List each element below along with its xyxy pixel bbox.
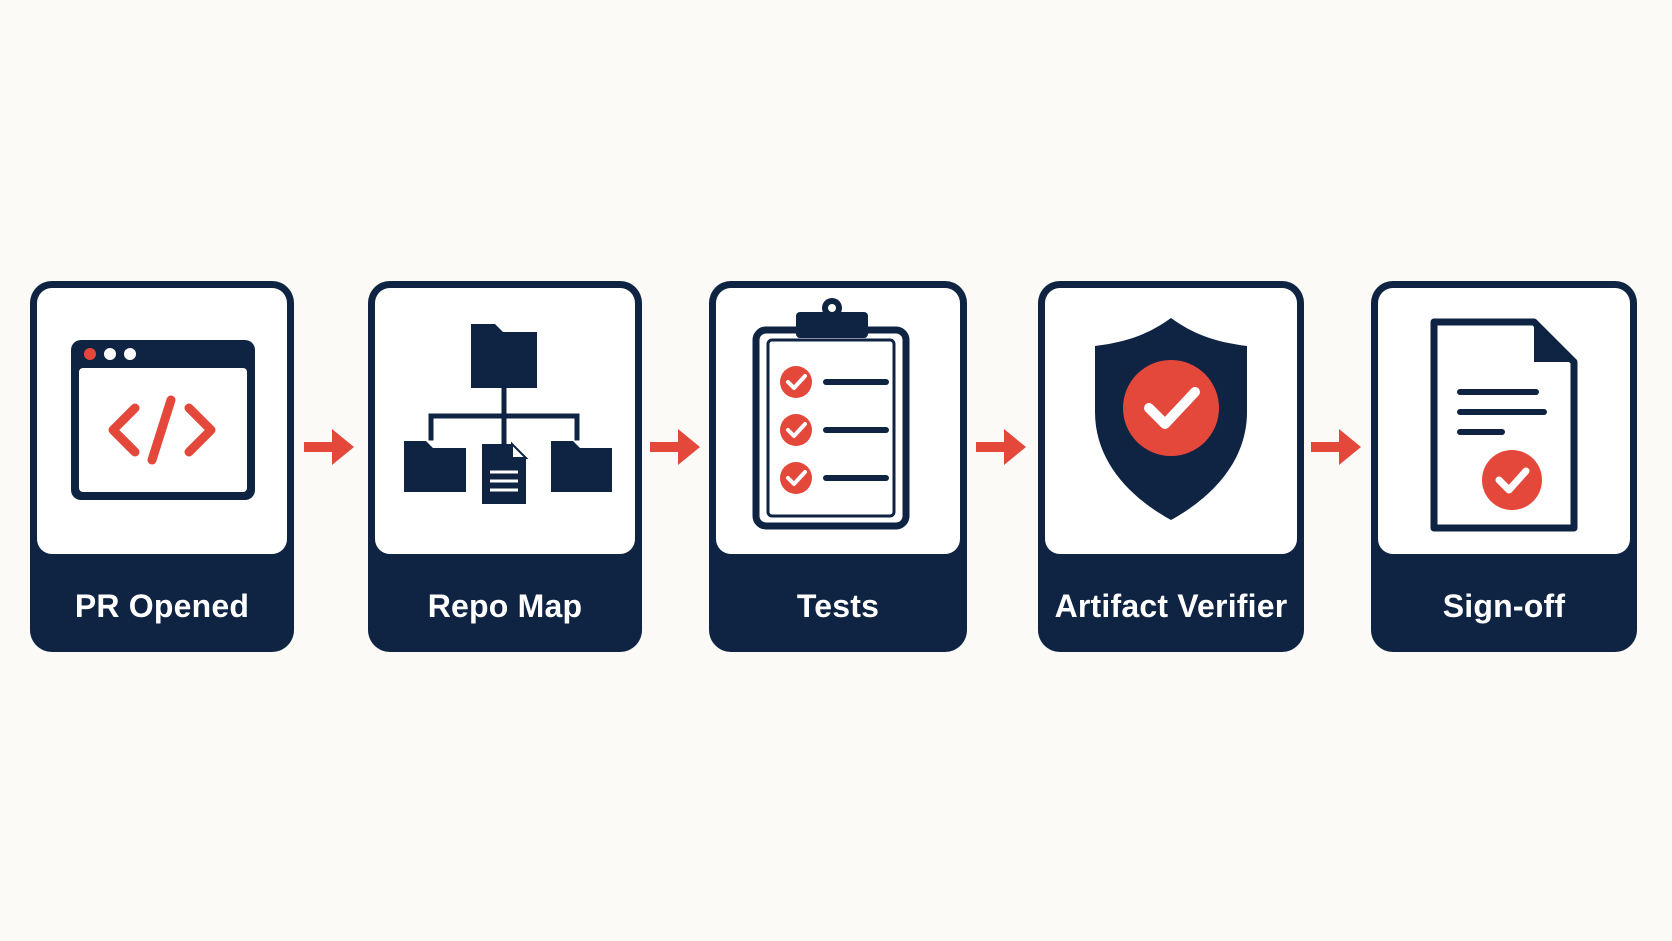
step-label: PR Opened (74, 588, 250, 624)
arrow-right-icon (1309, 425, 1365, 469)
arrow-right-icon (974, 425, 1030, 469)
shield-check-icon (1095, 318, 1247, 520)
check-item-icon (780, 366, 889, 398)
arrow-right-icon (648, 425, 704, 469)
folder-tree-icon (404, 324, 612, 504)
step-label: Tests (796, 588, 880, 624)
arrow-right-icon (302, 425, 358, 469)
step-label: Repo Map (427, 588, 583, 624)
step-icon-panel (1378, 288, 1630, 554)
code-window-icon (71, 340, 255, 500)
step-sign-off: Sign-off (1371, 281, 1637, 652)
step-artifact-verifier: Artifact Verifier (1038, 281, 1304, 652)
clipboard-checklist-icon (752, 298, 910, 530)
check-item-icon (780, 414, 889, 446)
step-label: Artifact Verifier (1054, 588, 1288, 624)
check-item-icon (780, 462, 889, 494)
step-icon-panel (1045, 288, 1297, 554)
step-icon-panel (375, 288, 635, 554)
step-icon-panel (37, 288, 287, 554)
signed-document-icon (1430, 318, 1578, 532)
step-pr-opened: PR Opened (30, 281, 294, 652)
step-repo-map: Repo Map (368, 281, 642, 652)
step-icon-panel (716, 288, 960, 554)
step-tests: Tests (709, 281, 967, 652)
step-label: Sign-off (1442, 588, 1566, 624)
